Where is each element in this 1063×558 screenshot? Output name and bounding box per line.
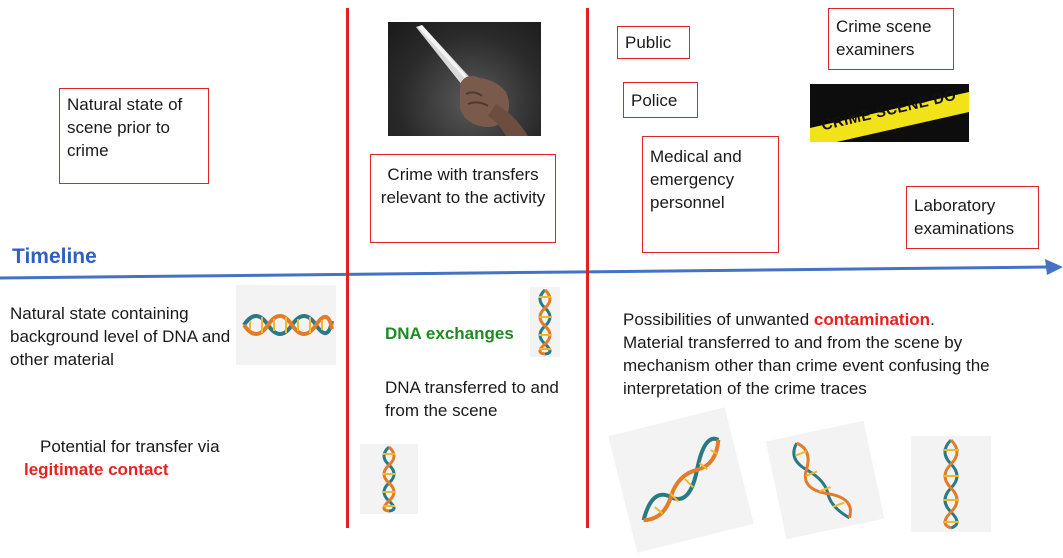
legit-highlight: legitimate contact <box>24 460 169 479</box>
dna-image-vertical-top <box>530 287 560 357</box>
public-text: Public <box>625 33 672 52</box>
legitimate-contact-note: Potential for transfer via legitimate co… <box>24 435 300 481</box>
dna-image-vertical-right <box>911 436 991 532</box>
knife-photo <box>388 22 541 136</box>
medical-box: Medical and emergency personnel <box>642 136 779 253</box>
dna-image-horizontal <box>236 285 336 365</box>
legit-prefix: Potential for transfer via <box>40 437 220 456</box>
natural-state-box: Natural state of scene prior to crime <box>59 88 209 184</box>
contam-highlight: contamination <box>813 310 931 329</box>
timeline-label: Timeline <box>12 245 97 268</box>
dna-image-tilted-1 <box>608 407 754 553</box>
timeline-arrow <box>0 259 1063 280</box>
divider-left <box>346 8 349 528</box>
contamination-text: Possibilities of unwanted contamination.… <box>623 308 1043 400</box>
contam-prefix: Possibilities of unwanted <box>623 310 814 329</box>
contam-period: . <box>930 310 935 329</box>
contam-rest: Material transferred to and from the sce… <box>623 333 990 398</box>
dna-transferred-text: DNA transferred to and from the scene <box>385 378 559 420</box>
police-box: Police <box>623 82 698 118</box>
examiners-box: Crime scene examiners <box>828 8 954 70</box>
crime-box: Crime with transfers relevant to the act… <box>370 154 556 243</box>
dna-exchanges-label: DNA exchanges <box>385 324 514 343</box>
background-dna-text: Natural state containing background leve… <box>10 304 231 369</box>
dna-image-tilted-2 <box>765 420 885 540</box>
crime-scene-tape-photo: CRIME SCENE DO <box>810 84 969 142</box>
crime-text: Crime with transfers relevant to the act… <box>380 165 546 207</box>
natural-state-text: Natural state of scene prior to crime <box>67 95 183 160</box>
divider-right <box>586 8 589 528</box>
dna-image-vertical-bottom <box>360 444 418 514</box>
public-box: Public <box>617 26 690 59</box>
examiners-text: Crime scene examiners <box>836 17 932 59</box>
laboratory-text: Laboratory examinations <box>914 196 1015 238</box>
laboratory-box: Laboratory examinations <box>906 186 1039 249</box>
police-text: Police <box>631 91 678 110</box>
medical-text: Medical and emergency personnel <box>650 147 742 212</box>
